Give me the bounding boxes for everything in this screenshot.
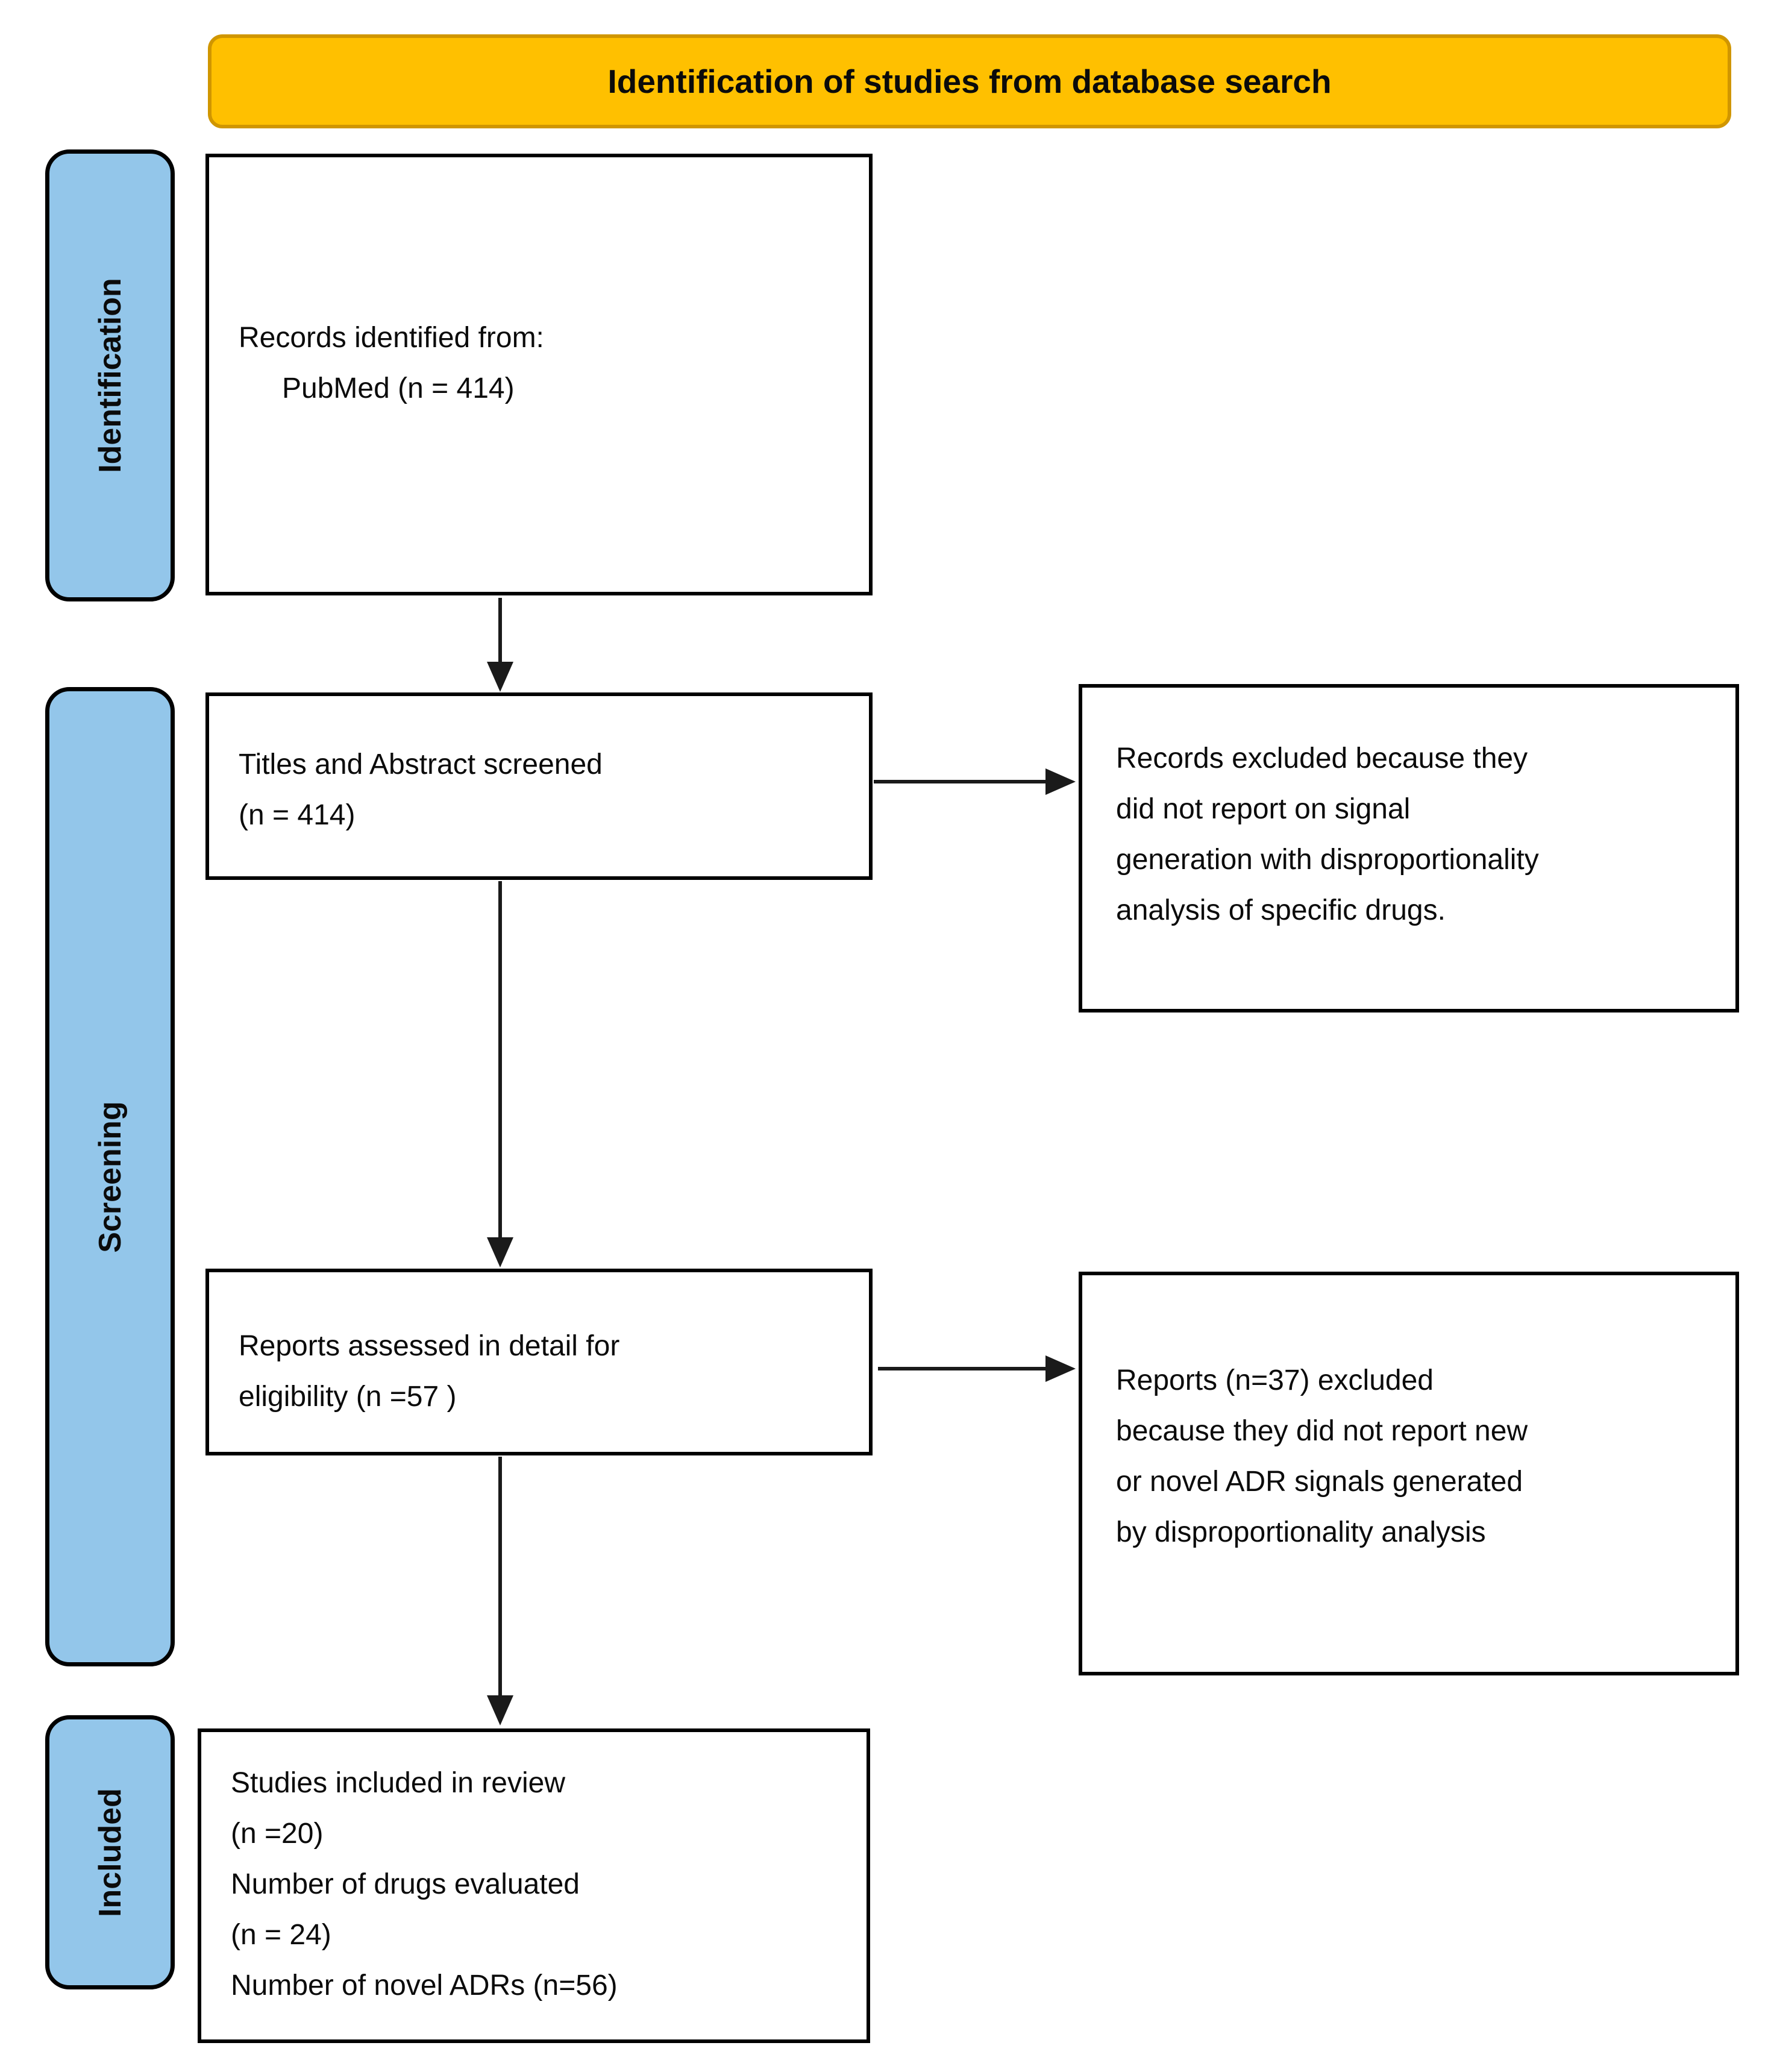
box-titles-screened: Titles and Abstract screened (n = 414) xyxy=(205,692,873,880)
text-line: Reports (n=37) excluded xyxy=(1116,1364,1434,1396)
text-line: Number of drugs evaluated xyxy=(231,1868,580,1900)
text-line: Records identified from: xyxy=(239,322,544,354)
box-titles-screened-text: Titles and Abstract screened (n = 414) xyxy=(239,739,603,841)
stage-bar-included: Included xyxy=(45,1715,175,1989)
arrow-assessed-to-included-line xyxy=(498,1457,502,1697)
box-reports-excluded: Reports (n=37) excluded because they did… xyxy=(1079,1272,1739,1675)
box-records-excluded-text: Records excluded because they did not re… xyxy=(1116,733,1539,936)
box-reports-assessed: Reports assessed in detail for eligibili… xyxy=(205,1269,873,1455)
arrow-screened-to-excluded-line xyxy=(874,780,1045,783)
text-line: by disproportionality analysis xyxy=(1116,1516,1486,1548)
text-line: Studies included in review xyxy=(231,1767,565,1799)
text-line: because they did not report new xyxy=(1116,1415,1528,1447)
arrow-screened-to-assessed-head xyxy=(487,1237,513,1267)
banner-label: Identification of studies from database … xyxy=(607,63,1332,100)
box-records-excluded: Records excluded because they did not re… xyxy=(1079,684,1739,1012)
text-line: did not report on signal xyxy=(1116,793,1411,825)
arrow-identified-to-screened-head xyxy=(487,662,513,692)
stage-bar-screening: Screening xyxy=(45,687,175,1666)
box-studies-included-text: Studies included in review (n =20) Numbe… xyxy=(231,1758,618,2011)
text-line: Titles and Abstract screened xyxy=(239,749,603,780)
arrow-assessed-to-excluded-head xyxy=(1045,1355,1076,1382)
box-records-identified-text: Records identified from: PubMed (n = 414… xyxy=(239,313,544,414)
arrow-assessed-to-excluded-line xyxy=(878,1367,1045,1370)
banner-identification-of-studies: Identification of studies from database … xyxy=(208,34,1731,128)
text-line: analysis of specific drugs. xyxy=(1116,894,1446,926)
text-line: (n = 24) xyxy=(231,1919,331,1951)
text-line: Reports assessed in detail for xyxy=(239,1330,620,1362)
text-line: Records excluded because they xyxy=(1116,742,1528,774)
arrow-identified-to-screened-line xyxy=(498,598,502,663)
arrow-screened-to-assessed-line xyxy=(498,881,502,1238)
box-studies-included: Studies included in review (n =20) Numbe… xyxy=(198,1728,870,2043)
stage-bar-identification: Identification xyxy=(45,149,175,601)
stage-label-identification: Identification xyxy=(92,278,128,473)
stage-label-included: Included xyxy=(92,1788,128,1917)
arrow-assessed-to-included-head xyxy=(487,1695,513,1725)
box-reports-excluded-text: Reports (n=37) excluded because they did… xyxy=(1116,1355,1528,1558)
text-line: or novel ADR signals generated xyxy=(1116,1466,1523,1498)
text-line: (n = 414) xyxy=(239,799,356,831)
box-records-identified: Records identified from: PubMed (n = 414… xyxy=(205,154,873,595)
stage-label-screening: Screening xyxy=(92,1100,128,1253)
text-line: (n =20) xyxy=(231,1818,324,1850)
arrow-screened-to-excluded-head xyxy=(1045,768,1076,795)
text-line: PubMed (n = 414) xyxy=(282,372,515,404)
text-line: Number of novel ADRs (n=56) xyxy=(231,1970,618,2001)
text-line: eligibility (n =57 ) xyxy=(239,1381,457,1413)
text-line: generation with disproportionality xyxy=(1116,844,1539,876)
box-reports-assessed-text: Reports assessed in detail for eligibili… xyxy=(239,1321,619,1422)
